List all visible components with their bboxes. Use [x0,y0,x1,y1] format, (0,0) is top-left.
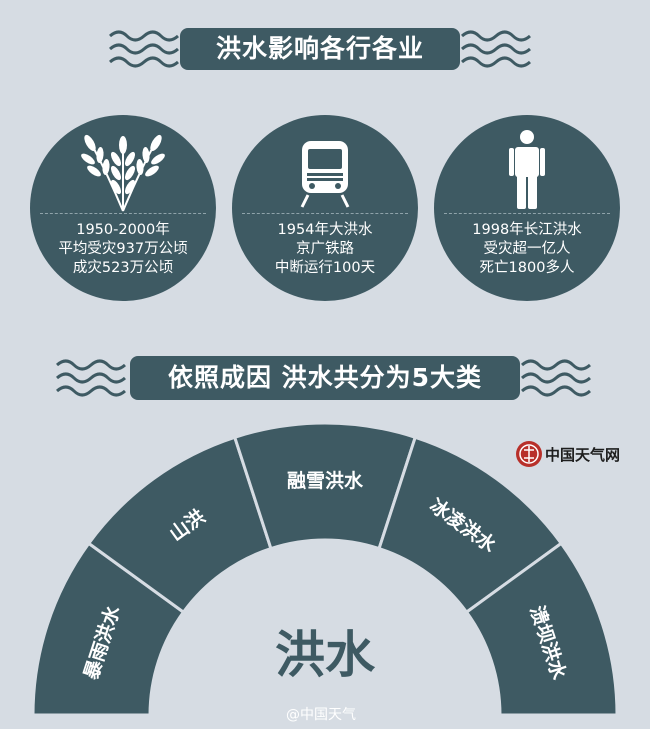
impact-line: 死亡1800多人 [479,260,575,276]
dashed-divider [242,213,408,214]
wave-decoration-left [109,30,179,68]
arch-center-label: 洪水 [275,626,376,684]
wave-decoration-left [56,359,126,397]
impact-line: 京广铁路 [296,241,354,257]
impact-line: 中断运行100天 [274,260,376,276]
impact-line: 1998年长江洪水 [472,222,582,238]
impact-line: 受灾超一亿人 [483,241,571,257]
flood-type-label: 融雪洪水 [287,470,364,492]
impact-text-population: 1998年长江洪水 受灾超一亿人 死亡1800多人 [434,221,620,278]
dashed-divider [444,213,610,214]
impact-line: 1954年大洪水 [277,222,373,238]
source-credit: @中国天气 [286,707,356,723]
impact-circle-railway: 1954年大洪水 京广铁路 中断运行100天 [232,115,418,301]
impact-line: 成灾523万公顷 [72,260,174,276]
impact-text-railway: 1954年大洪水 京广铁路 中断运行100天 [232,221,418,278]
impact-circle-agriculture: 1950-2000年 平均受灾937万公顷 成灾523万公顷 [30,115,216,301]
brand-name: 中国天气网 [545,446,621,464]
wave-decoration-right [521,359,591,397]
wave-decoration-right [461,30,531,68]
flood-type-segment [464,541,619,717]
weather-logo-icon [516,441,542,467]
person-icon [509,130,545,209]
impact-text-agriculture: 1950-2000年 平均受灾937万公顷 成灾523万公顷 [30,221,216,278]
dashed-divider [40,213,206,214]
section-title-impact: 洪水影响各行各业 [180,28,460,70]
section-title-classification: 依照成因 洪水共分为5大类 [130,356,520,400]
impact-line: 平均受灾937万公顷 [58,241,188,257]
wheat-icon [81,134,165,212]
impact-line: 1950-2000年 [76,222,170,238]
train-icon [300,141,350,208]
impact-circle-population: 1998年长江洪水 受灾超一亿人 死亡1800多人 [434,115,620,301]
